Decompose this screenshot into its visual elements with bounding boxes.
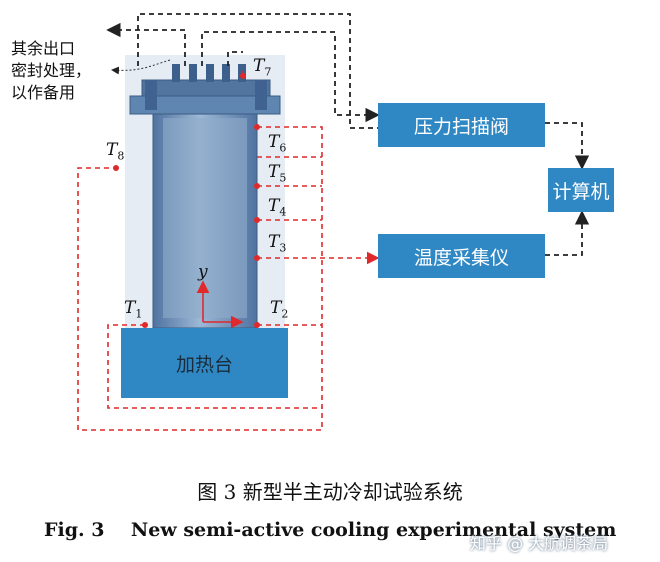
sensor-dot-T3 (254, 255, 260, 261)
label-T3: T3 (268, 232, 287, 255)
computer-box: 计算机 (548, 168, 614, 212)
label-T4: T4 (268, 196, 287, 219)
spare-outlet-note: 其余出口 密封处理， 以作备用 (11, 39, 92, 102)
pressure-scanner-box: 压力扫描阀 (378, 103, 545, 147)
sensor-points (113, 73, 260, 328)
sensor-dot-T2 (254, 322, 260, 328)
watermark: 知乎 @ 大航调茶局 (470, 534, 609, 553)
sensor-dot-T1 (142, 322, 148, 328)
label-T1: T1 (124, 298, 143, 321)
sensor-dot-T8 (113, 165, 119, 171)
sensor-dot-T6 (254, 124, 260, 130)
label-T8: T8 (106, 140, 125, 163)
pressure-lines (106, 13, 590, 256)
label-T2: T2 (270, 298, 289, 321)
y-axis-label: y (198, 262, 208, 282)
label-T5: T5 (268, 162, 287, 185)
temperature-collector-box: 温度采集仪 (378, 234, 545, 278)
heating-stage: 加热台 (121, 328, 288, 398)
label-T7: T7 (253, 56, 272, 79)
figure-caption-english: Fig. 3 New semi-active cooling experimen… (44, 519, 617, 541)
sensor-lines (77, 70, 380, 431)
sensor-dot-T4 (254, 217, 260, 223)
sensor-dot-T7 (240, 73, 246, 79)
label-T6: T6 (268, 132, 287, 155)
sensor-dot-T5 (254, 183, 260, 189)
test-vessel (129, 64, 281, 329)
figure-caption-chinese: 图 3 新型半主动冷却试验系统 (197, 480, 463, 504)
coordinate-axes (196, 280, 244, 329)
note-leader (111, 59, 171, 75)
